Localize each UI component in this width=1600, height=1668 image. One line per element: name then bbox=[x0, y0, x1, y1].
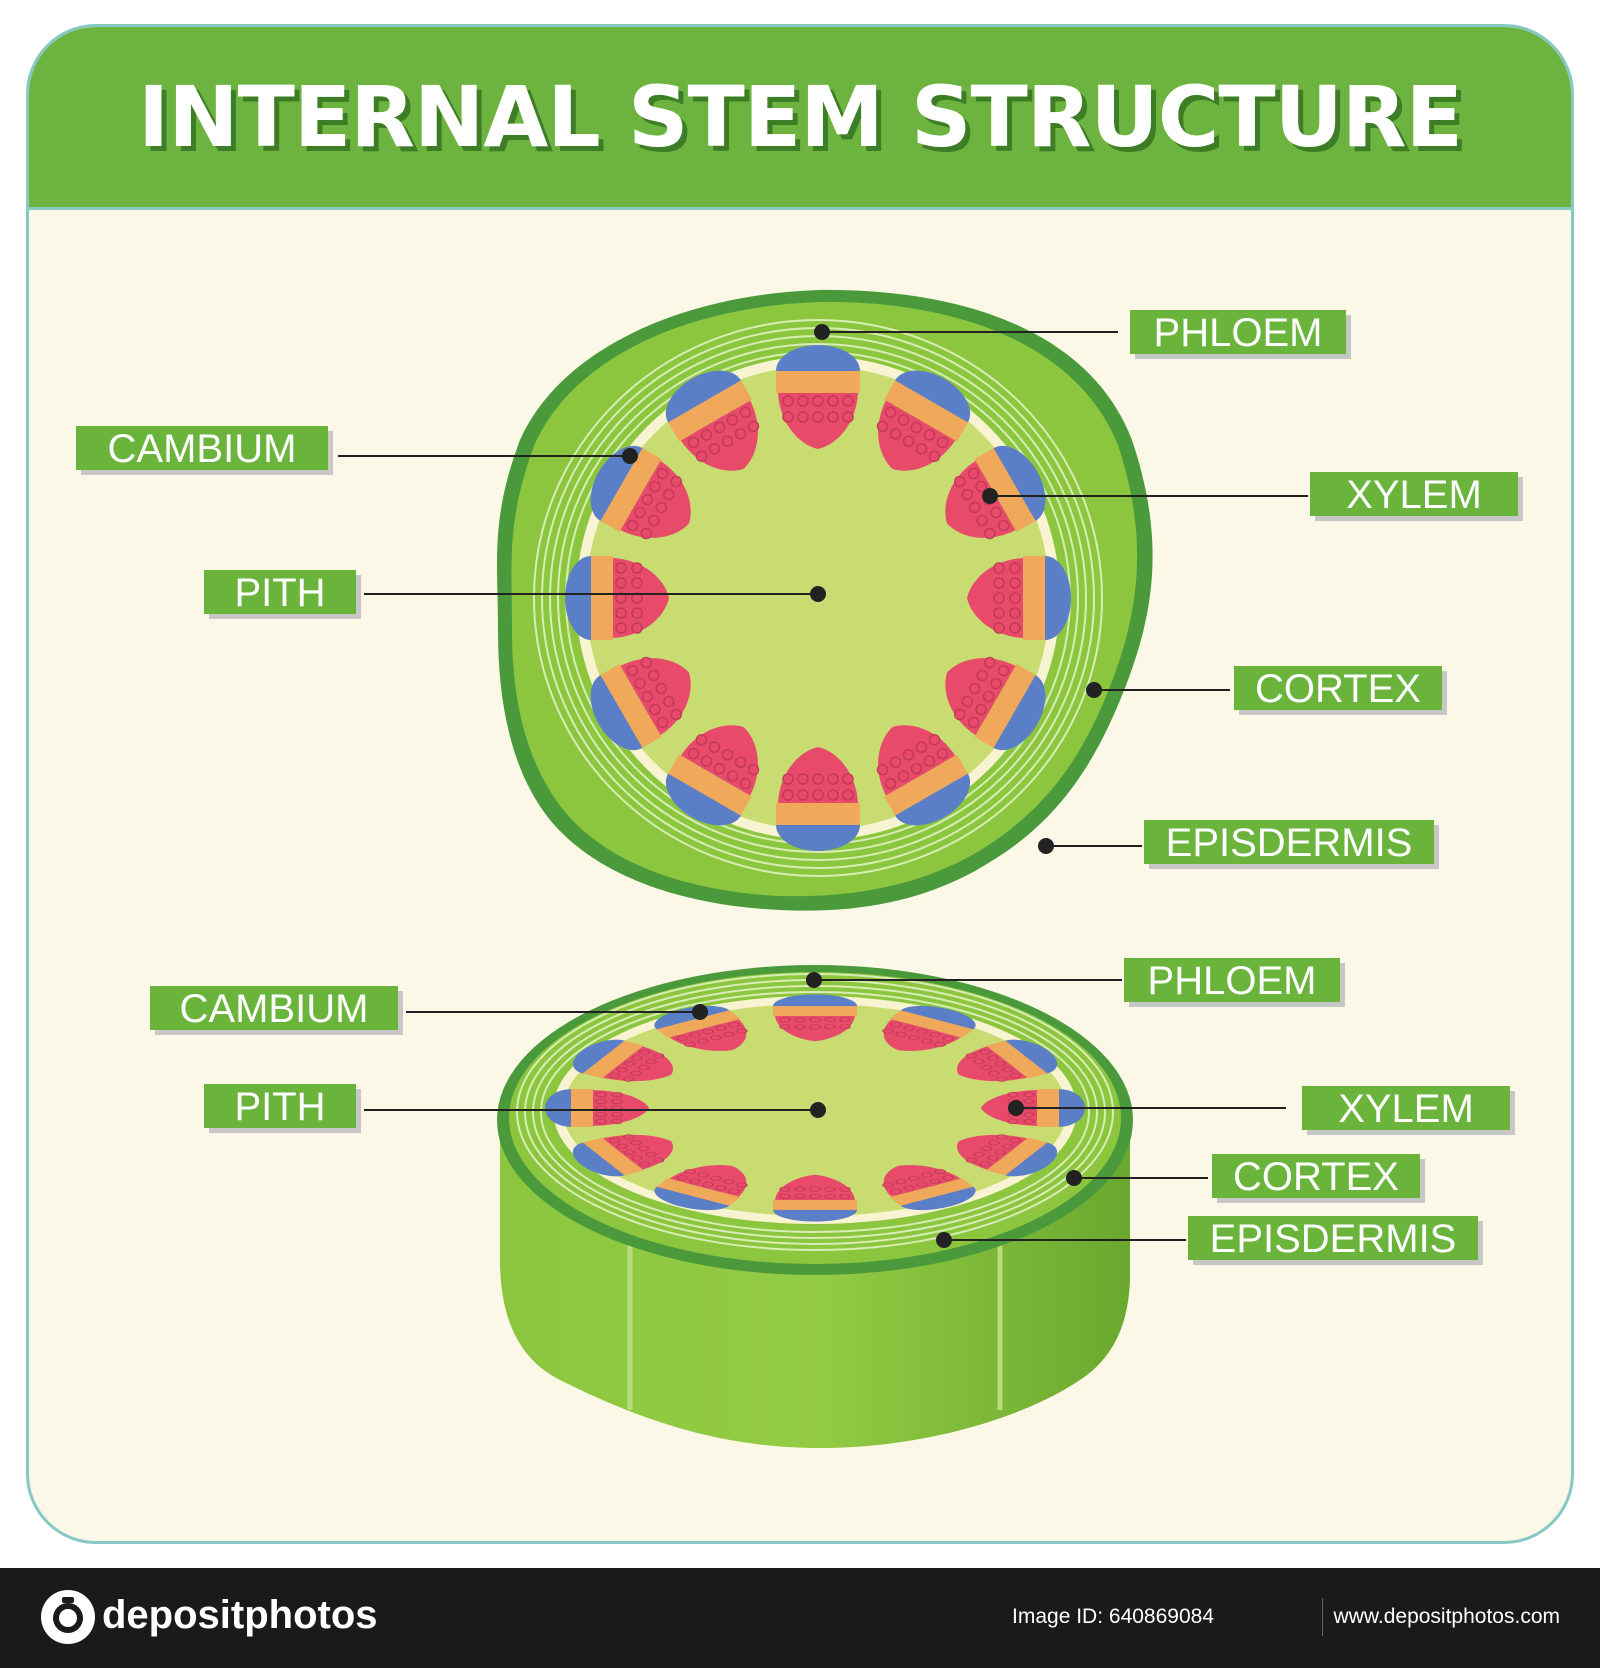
leader-dots bbox=[622, 324, 1102, 1248]
vascular-bundle bbox=[945, 656, 1046, 751]
label-xylem-cylinder: XYLEM bbox=[1302, 1086, 1510, 1131]
cylinder-side-lines bbox=[627, 1240, 1003, 1410]
vascular-bundle bbox=[665, 725, 760, 826]
vascular-bundle bbox=[773, 1174, 857, 1222]
top-cross-section bbox=[497, 289, 1153, 911]
camera-logo-icon bbox=[41, 1590, 95, 1644]
vascular-bundle bbox=[545, 1089, 649, 1127]
footer-bar: depositphotos Image ID: 640869084 www.de… bbox=[0, 1568, 1600, 1668]
label-epidermis-cylinder: EPISDERMIS bbox=[1188, 1216, 1478, 1261]
label-pith-cylinder: PITH bbox=[204, 1084, 356, 1129]
footer-divider bbox=[1322, 1598, 1323, 1636]
vascular-bundle bbox=[654, 1165, 748, 1211]
cylinder-vascular-bundles bbox=[545, 994, 1085, 1222]
label-pith-top: PITH bbox=[204, 570, 356, 615]
vascular-bundle bbox=[957, 1039, 1058, 1082]
vascular-bundle bbox=[967, 556, 1071, 640]
title-banner: INTERNAL STEM STRUCTURE bbox=[29, 27, 1571, 210]
vascular-bundle bbox=[882, 1005, 976, 1051]
label-xylem-top: XYLEM bbox=[1310, 472, 1518, 517]
vascular-bundle bbox=[882, 1165, 976, 1211]
brand-name[interactable]: depositphotos bbox=[102, 1593, 378, 1637]
vascular-bundle bbox=[945, 445, 1046, 540]
page-title: INTERNAL STEM STRUCTURE bbox=[138, 68, 1463, 166]
vascular-bundle bbox=[665, 370, 760, 471]
cylinder-cortex-rings bbox=[516, 973, 1114, 1251]
image-id: Image ID: 640869084 bbox=[1012, 1605, 1214, 1628]
vascular-bundle bbox=[776, 345, 860, 449]
vascular-bundle bbox=[590, 656, 691, 751]
vascular-bundle bbox=[876, 725, 971, 826]
vascular-bundle bbox=[572, 1039, 673, 1082]
label-phloem-cylinder: PHLOEM bbox=[1124, 958, 1340, 1003]
top-vascular-bundles bbox=[565, 345, 1071, 851]
label-phloem-top: PHLOEM bbox=[1130, 310, 1346, 355]
label-cortex-top: CORTEX bbox=[1234, 666, 1442, 711]
leader-lines bbox=[338, 331, 1308, 1241]
cylinder-section bbox=[497, 965, 1133, 1448]
stem-diagram bbox=[338, 289, 1308, 1448]
label-cambium-top: CAMBIUM bbox=[76, 426, 328, 471]
vascular-bundle bbox=[590, 445, 691, 540]
label-cambium-cylinder: CAMBIUM bbox=[150, 986, 398, 1031]
vascular-bundle bbox=[565, 556, 669, 640]
label-epidermis-top: EPISDERMIS bbox=[1144, 820, 1434, 865]
vascular-bundle bbox=[957, 1134, 1058, 1177]
label-cortex-cylinder: CORTEX bbox=[1212, 1154, 1420, 1199]
site-link[interactable]: www.depositphotos.com bbox=[1333, 1605, 1560, 1628]
vascular-bundle bbox=[776, 747, 860, 851]
vascular-bundle bbox=[572, 1134, 673, 1177]
vascular-bundle bbox=[773, 994, 857, 1042]
vascular-bundle bbox=[876, 370, 971, 471]
